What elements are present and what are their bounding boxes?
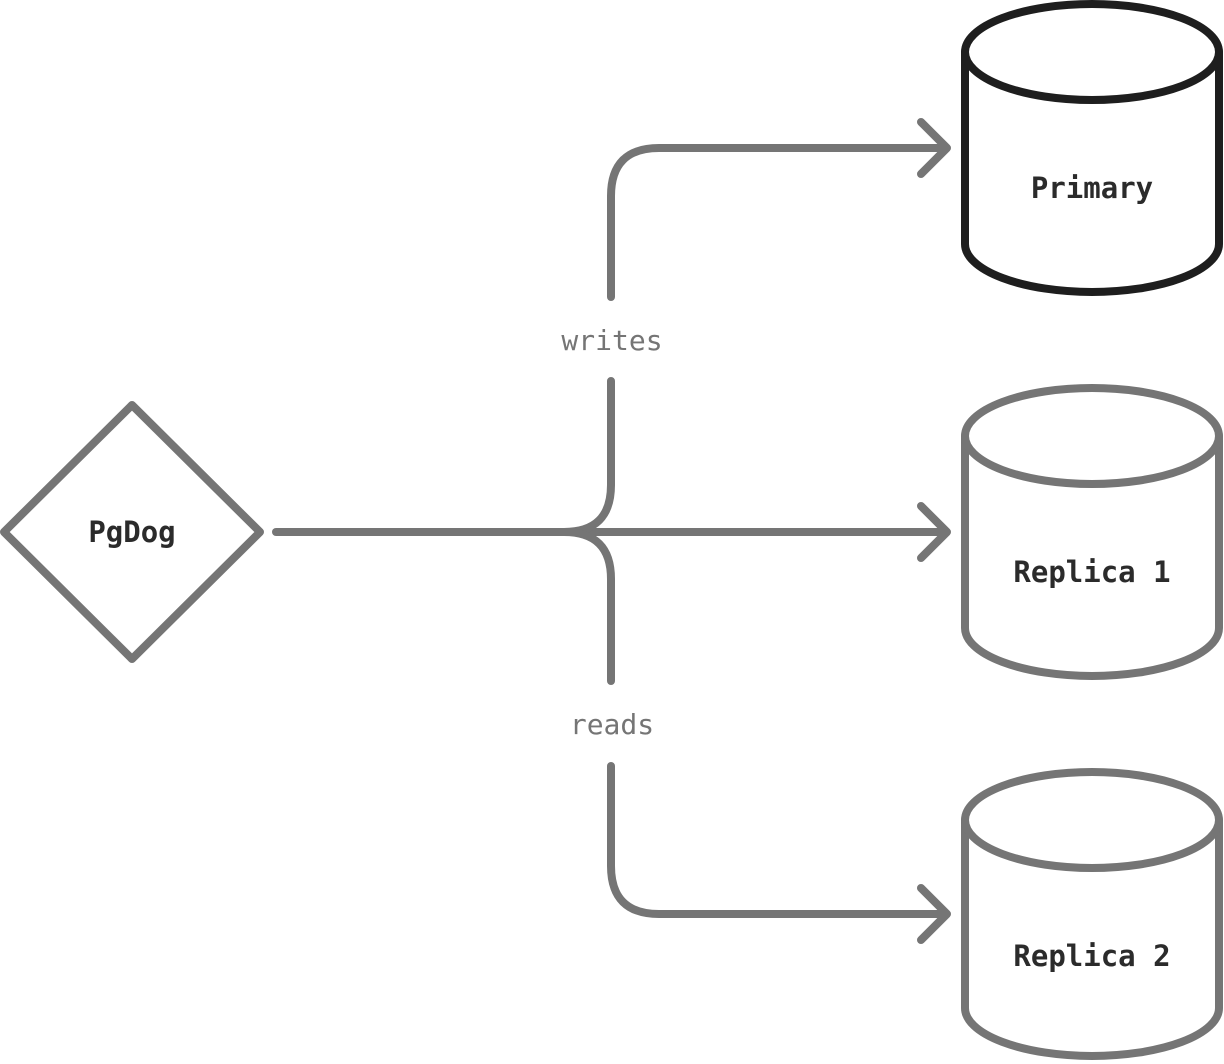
- replica-2-cylinder-body: [961, 816, 1223, 1060]
- replica-1-cylinder-body: [961, 432, 1223, 680]
- arrowhead-replica-2: [917, 884, 951, 944]
- reads-label: reads: [570, 708, 654, 741]
- writes-branch-upper-line: [607, 144, 950, 301]
- reads-branch-upper-line: [560, 528, 615, 685]
- writes-label: writes: [561, 324, 662, 357]
- replica-2-database: Replica 2: [961, 768, 1223, 1060]
- replica-1-database: Replica 1: [961, 384, 1223, 680]
- pgdog-node: PgDog: [0, 401, 264, 663]
- arrowhead-primary: [917, 118, 951, 178]
- primary-database: Primary: [961, 0, 1223, 296]
- primary-cylinder-top: [961, 0, 1223, 104]
- pgdog-label: PgDog: [88, 515, 175, 549]
- writes-branch-lower-line: [560, 377, 615, 536]
- replica-2-label: Replica 2: [1013, 939, 1170, 973]
- replica-1-cylinder-top: [961, 384, 1223, 488]
- replica-2-cylinder-top: [961, 768, 1223, 872]
- reads-branch-lower-line: [607, 762, 950, 918]
- primary-cylinder-body: [961, 48, 1223, 296]
- replica-1-label: Replica 1: [1013, 555, 1170, 589]
- primary-label: Primary: [1031, 171, 1153, 205]
- arrowhead-replica-1: [917, 502, 951, 562]
- pgdog-diamond: [0, 401, 264, 663]
